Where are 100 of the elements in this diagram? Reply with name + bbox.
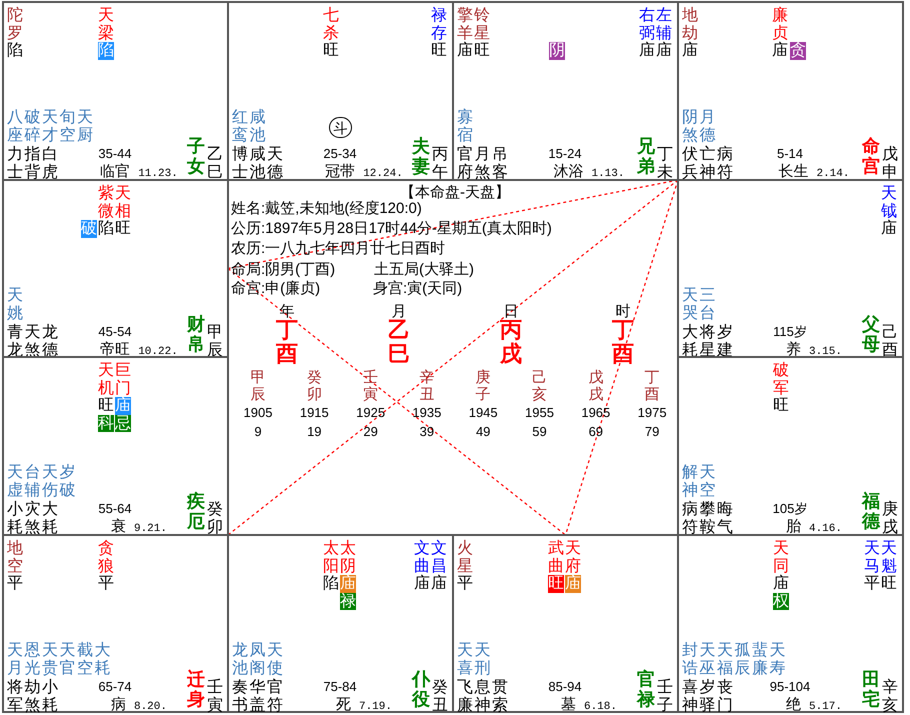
palace-name: 福德 <box>862 492 880 532</box>
pillar-label: 日 <box>504 303 518 320</box>
stage-label: 绝 <box>786 696 801 713</box>
age-range: 55-64 <box>97 501 133 516</box>
deity-name: 飞廉 <box>457 679 473 714</box>
deity-name: 攀鞍 <box>700 501 716 536</box>
date-label: 9.21. <box>134 523 167 536</box>
decade-stem-branch: 壬寅 <box>363 370 378 403</box>
minor-star-name: 地劫 <box>682 7 698 42</box>
dashed-line <box>228 268 566 536</box>
age-range: 95-104 <box>768 679 812 694</box>
stem-branch: 丙午 <box>432 146 448 182</box>
brightness-label: 平 <box>98 575 114 593</box>
deity-name: 丧门 <box>717 679 733 714</box>
dashed-line <box>228 180 678 536</box>
brightness-label: 庙 <box>772 42 788 60</box>
age-range: 45-54 <box>97 324 133 339</box>
palace-cell <box>2 534 229 713</box>
major-star-name: 廉贞 <box>772 7 788 42</box>
stage-label: 病 <box>110 696 126 713</box>
brightness-label: 旺 <box>431 42 447 60</box>
minor-star-name: 月德 <box>700 109 716 144</box>
deity-name: 大耗 <box>682 324 698 360</box>
brightness-label: 庙 <box>639 42 655 60</box>
palace-name: 田宅 <box>862 670 880 710</box>
deity-name: 青龙 <box>7 324 23 360</box>
stage-label: 死 <box>336 696 351 713</box>
deity-name: 华盖 <box>250 679 266 714</box>
palace-cell <box>2 179 229 358</box>
decade-age: 19 <box>307 424 322 439</box>
date-label: 5.17. <box>808 701 842 714</box>
minor-star-name: 天寿 <box>770 642 786 678</box>
minor-star-name: 恩光 <box>24 642 40 678</box>
deity-name: 息神 <box>474 679 490 714</box>
deity-name: 天德 <box>267 146 283 182</box>
minor-star-name: 天刑 <box>474 642 490 678</box>
info-line: 命局:阴男(丁酉) <box>231 261 336 279</box>
minor-star-name: 天哭 <box>682 287 698 322</box>
info-line: 命宫:申(廉贞) <box>231 280 320 298</box>
deity-name: 月煞 <box>474 146 490 182</box>
minor-star-name: 三台 <box>700 287 716 322</box>
palace-name: 疾厄 <box>187 492 205 532</box>
palace-name: 官禄 <box>637 670 655 710</box>
major-star-name: 天相 <box>115 185 131 220</box>
transform-tag: 权 <box>773 592 789 610</box>
stem-branch: 乙巳 <box>207 146 223 182</box>
transform-tag: 贪 <box>790 42 806 60</box>
circled-character: 斗 <box>329 117 352 138</box>
decade-year: 1965 <box>581 405 610 420</box>
brightness-label: 旺 <box>323 42 339 60</box>
minor-star-name: 台辅 <box>24 464 40 500</box>
brightness-label: 陷 <box>323 575 339 593</box>
stem-branch: 丁未 <box>657 146 673 182</box>
decade-year: 1955 <box>525 405 554 420</box>
deity-name: 晦气 <box>717 501 733 536</box>
decade-age: 79 <box>644 424 660 439</box>
brightness-label: 旺 <box>881 575 897 593</box>
transform-tag: 旺 <box>548 575 564 593</box>
palace-name: 仆役 <box>412 670 430 710</box>
pillar-stem-branch: 丁酉 <box>612 318 634 366</box>
palace-name: 子女 <box>187 137 205 177</box>
deity-name: 奏书 <box>232 679 248 714</box>
decade-age: 29 <box>363 424 378 439</box>
brightness-label: 平 <box>864 575 880 593</box>
minor-star-name: 天虚 <box>7 464 23 500</box>
info-line: 土五局(大驿土) <box>374 261 474 279</box>
auxiliary-star-name: 天马 <box>864 540 880 576</box>
palace-name: 迁身 <box>187 670 205 710</box>
stem-branch: 己酉 <box>882 324 898 360</box>
palace-name: 兄弟 <box>637 137 655 177</box>
stem-branch: 甲辰 <box>207 324 223 360</box>
date-label: 3.15. <box>808 346 842 359</box>
major-star-name: 贪狼 <box>98 540 114 576</box>
stage-label: 胎 <box>786 518 801 535</box>
deity-name: 岁驿 <box>700 679 716 714</box>
pillar-stem-branch: 丁酉 <box>276 318 298 366</box>
age-range: 15-24 <box>547 146 583 161</box>
info-line: 姓名:戴笠,未知地(经度120:0) <box>231 200 422 218</box>
stem-branch: 庚戌 <box>882 501 898 536</box>
palace-cell <box>677 356 904 536</box>
brightness-label: 庙 <box>457 42 473 60</box>
decade-age: 69 <box>588 424 604 439</box>
major-star-name: 武曲 <box>548 540 564 576</box>
stage-label: 衰 <box>110 518 126 535</box>
stage-label: 冠带 <box>325 163 356 180</box>
minor-star-name: 天厨 <box>77 109 93 144</box>
major-star-name: 巨门 <box>115 362 131 397</box>
date-label: 4.16. <box>808 523 842 536</box>
major-star-name: 破军 <box>773 362 789 398</box>
date-label: 2.14. <box>816 168 850 181</box>
deity-name: 灾煞 <box>24 501 40 536</box>
stage-label: 临官 <box>100 163 130 180</box>
decade-year: 1905 <box>244 405 272 420</box>
stem-branch: 辛亥 <box>882 679 898 714</box>
pillar-stem-branch: 乙巳 <box>388 318 410 366</box>
age-range: 105岁 <box>772 501 808 516</box>
brightness-label: 庙 <box>682 42 698 60</box>
brightness-label: 平 <box>7 575 23 593</box>
stage-label: 养 <box>786 341 801 358</box>
brightness-label: 陷 <box>7 42 23 60</box>
